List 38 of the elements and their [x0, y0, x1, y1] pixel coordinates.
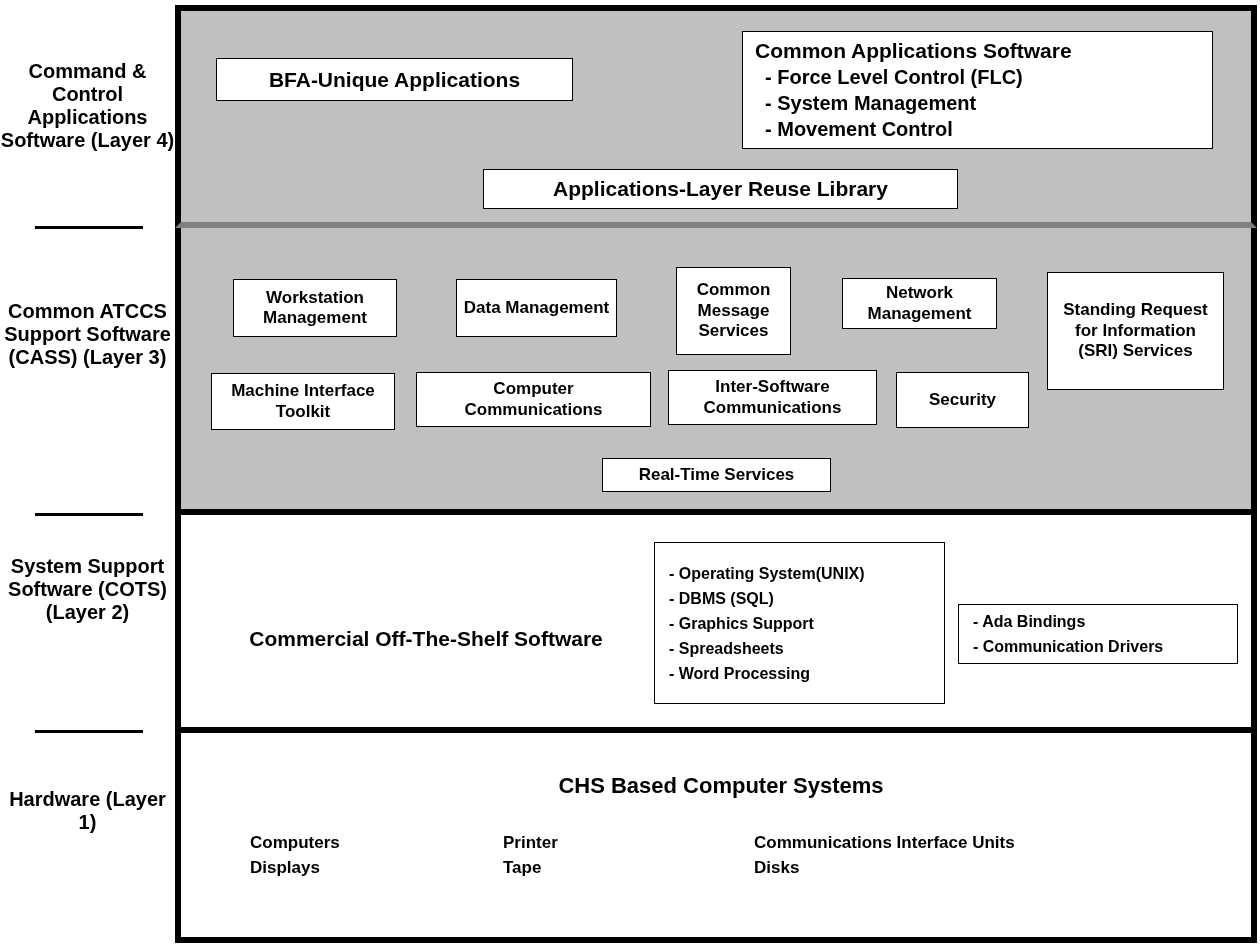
component-box: Security	[896, 372, 1029, 428]
component-box: Real-Time Services	[602, 458, 831, 492]
component-box: Workstation Management	[233, 279, 397, 337]
list-item: - Operating System(UNIX)	[669, 563, 866, 584]
component-box: Machine Interface Toolkit	[211, 373, 395, 430]
list-item: - Word Processing	[669, 663, 812, 684]
component-text: Tape	[503, 858, 543, 878]
component-box: Computer Communications	[416, 372, 651, 427]
component-text: Computers	[250, 833, 341, 853]
component-text: Disks	[754, 858, 801, 878]
component-box	[742, 31, 1213, 149]
component-box: BFA-Unique Applications	[216, 58, 573, 101]
list-item: - Movement Control	[764, 117, 954, 142]
list-item: - Ada Bindings	[973, 612, 1087, 632]
layer-label: Hardware (Layer 1)	[8, 788, 167, 834]
component-box: Network Management	[842, 278, 997, 329]
layer-label: System Support Software (COTS) (Layer 2)	[7, 555, 168, 624]
layer-heading: CHS Based Computer Systems	[557, 773, 885, 799]
component-box	[654, 542, 945, 704]
component-text: Communications Interface Units	[754, 833, 1016, 853]
list-item: - Communication Drivers	[973, 637, 1165, 657]
component-box: Standing Request for Information (SRI) Services	[1047, 272, 1224, 390]
component-box: Applications-Layer Reuse Library	[483, 169, 958, 209]
list-item: - Graphics Support	[669, 613, 815, 634]
component-box: Data Management	[456, 279, 617, 337]
list-item: - DBMS (SQL)	[669, 588, 775, 609]
layer-heading: Commercial Off-The-Shelf Software	[248, 627, 604, 651]
component-text: Displays	[250, 858, 321, 878]
component-box	[958, 604, 1238, 664]
layer-label: Common ATCCS Support Software (CASS) (Layer 3)	[3, 300, 172, 369]
layer-label: Command & Control Applications Software (Layer 4)	[0, 60, 175, 152]
list-item: - Force Level Control (FLC)	[764, 65, 1024, 90]
component-box: Inter-Software Communications	[668, 370, 877, 425]
component-text: Printer	[503, 833, 559, 853]
list-item: - Spreadsheets	[669, 638, 785, 659]
list-item: - System Management	[764, 91, 978, 116]
component-box: Common Message Services	[676, 267, 791, 355]
box-heading: Common Applications Software	[755, 38, 1073, 64]
